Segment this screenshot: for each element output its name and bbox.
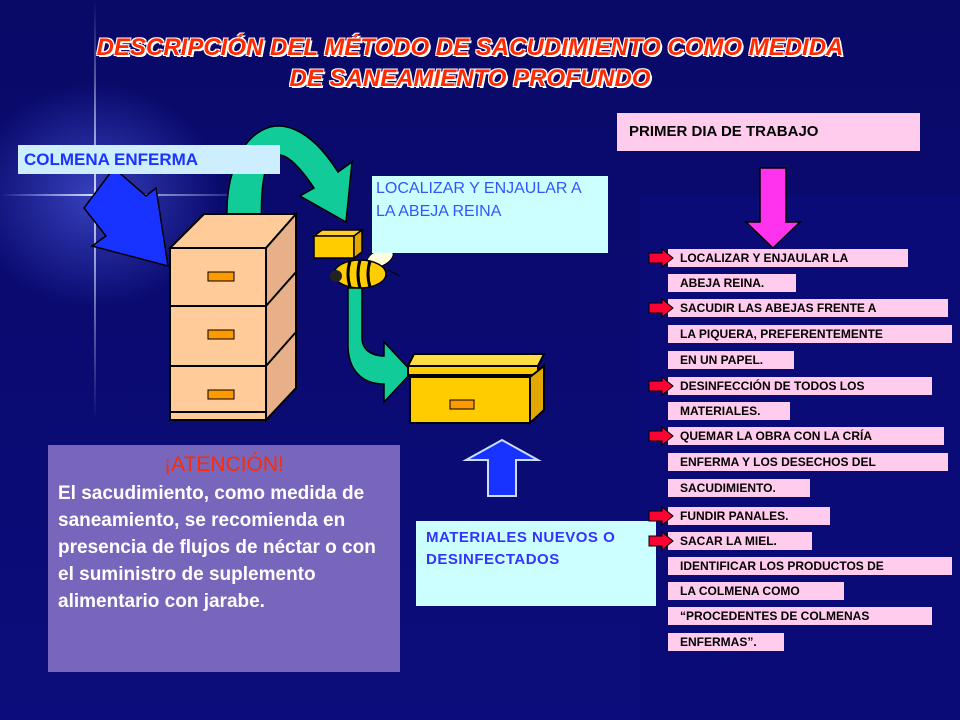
step-item: ENFERMA Y LOS DESECHOS DEL xyxy=(668,453,948,471)
step-item: LA PIQUERA, PREFERENTEMENTE xyxy=(668,325,952,343)
step-arrow-icon xyxy=(648,426,674,446)
page-title: DESCRIPCIÓN DEL MÉTODO DE SACUDIMIENTO C… xyxy=(20,32,920,94)
primer-dia-down-arrow-icon xyxy=(744,167,802,250)
queen-cage-icon xyxy=(311,228,365,260)
attention-box: ¡ATENCIÓN! El sacudimiento, como medida … xyxy=(48,445,400,672)
step-arrow-icon xyxy=(648,531,674,551)
step-item: DESINFECCIÓN DE TODOS LOS xyxy=(668,377,932,395)
materiales-up-arrow-icon xyxy=(462,438,542,497)
title-line-2: DE SANEAMIENTO PROFUNDO xyxy=(289,65,651,92)
step-item: SACUDIMIENTO. xyxy=(668,479,810,497)
step-item: ENFERMAS”. xyxy=(668,633,784,651)
title-line-1: DESCRIPCIÓN DEL MÉTODO DE SACUDIMIENTO C… xyxy=(96,34,844,61)
step-arrow-icon xyxy=(648,376,674,396)
step-arrow-icon xyxy=(648,506,674,526)
step-item: FUNDIR PANALES. xyxy=(668,507,830,525)
step-item: “PROCEDENTES DE COLMENAS xyxy=(668,607,932,625)
step-item: SACUDIR LAS ABEJAS FRENTE A xyxy=(668,299,948,317)
step-item: SACAR LA MIEL. xyxy=(668,532,812,550)
step-item: ABEJA REINA. xyxy=(668,274,796,292)
colmena-arrow-icon xyxy=(83,166,169,268)
steps-list: LOCALIZAR Y ENJAULAR LA ABEJA REINA. SACUD… xyxy=(648,0,960,720)
colmena-enferma-label: COLMENA ENFERMA xyxy=(18,145,280,174)
curved-arrow-to-new-box-icon xyxy=(347,287,414,404)
materiales-label: MATERIALES NUEVOS O DESINFECTADOS xyxy=(416,521,656,606)
step-arrow-icon xyxy=(648,298,674,318)
step-item: MATERIALES. xyxy=(668,402,790,420)
colmena-enferma-hive-icon xyxy=(167,211,299,423)
attention-heading: ¡ATENCIÓN! xyxy=(164,453,284,476)
queen-bee-icon xyxy=(330,248,401,289)
attention-body: El sacudimiento, como medida de saneamie… xyxy=(58,483,376,612)
step-arrow-icon xyxy=(648,248,674,268)
localizar-reina-label: LOCALIZAR Y ENJAULAR A LA ABEJA REINA xyxy=(372,176,608,253)
step-item: QUEMAR LA OBRA CON LA CRÍA xyxy=(668,427,944,445)
step-item: IDENTIFICAR LOS PRODUCTOS DE xyxy=(668,557,952,575)
step-item: LOCALIZAR Y ENJAULAR LA xyxy=(668,249,908,267)
step-item: LA COLMENA COMO xyxy=(668,582,844,600)
new-hive-box-icon xyxy=(406,353,546,426)
primer-dia-label: PRIMER DIA DE TRABAJO xyxy=(617,113,920,151)
step-item: EN UN PAPEL. xyxy=(668,351,794,369)
